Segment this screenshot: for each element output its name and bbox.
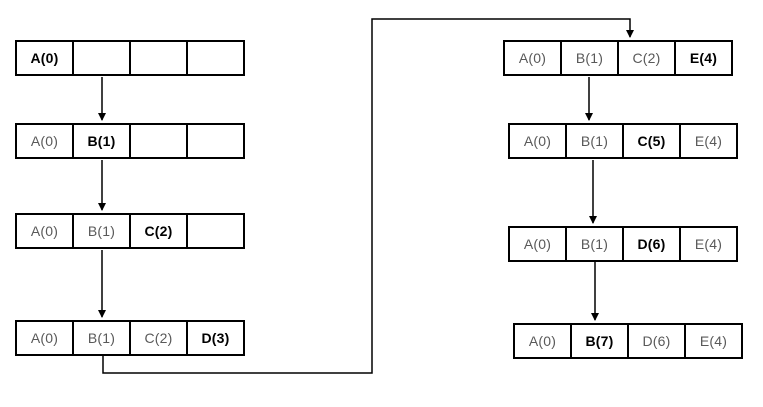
array-cell: E(4) [684, 325, 741, 357]
array-cell: D(6) [627, 325, 684, 357]
array-state-left-3: A(0) B(1) C(2) [15, 213, 245, 249]
array-cell: B(1) [72, 215, 129, 247]
array-cell: B(1) [560, 42, 617, 74]
array-cell: D(3) [186, 322, 243, 354]
array-cell: A(0) [30, 330, 59, 346]
array-cell: A(0) [523, 133, 552, 149]
array-cell: E(4) [679, 228, 736, 260]
array-cell [72, 42, 129, 74]
array-cell: A(0) [30, 223, 59, 239]
array-cell: C(5) [622, 125, 679, 157]
array-state-right-2: A(0) B(1) C(5) E(4) [508, 123, 738, 159]
array-cell: B(7) [570, 325, 627, 357]
array-cell: E(4) [674, 42, 731, 74]
array-cell: D(6) [622, 228, 679, 260]
array-cell: C(2) [129, 322, 186, 354]
array-cell [129, 42, 186, 74]
array-cell: A(0) [30, 133, 59, 149]
array-cell: C(2) [617, 42, 674, 74]
array-cell [129, 125, 186, 157]
array-cell: A(0) [518, 50, 547, 66]
array-state-left-2: A(0) B(1) [15, 123, 245, 159]
array-cell: A(0) [30, 50, 59, 66]
array-state-left-1: A(0) [15, 40, 245, 76]
array-cell [186, 125, 243, 157]
array-cell: B(1) [565, 228, 622, 260]
array-cell: B(1) [72, 322, 129, 354]
array-cell: B(1) [565, 125, 622, 157]
array-state-left-4: A(0) B(1) C(2) D(3) [15, 320, 245, 356]
array-state-right-3: A(0) B(1) D(6) E(4) [508, 226, 738, 262]
array-cell: B(1) [72, 125, 129, 157]
array-cell [186, 42, 243, 74]
array-state-right-4: A(0) B(7) D(6) E(4) [513, 323, 743, 359]
array-cell: A(0) [523, 236, 552, 252]
array-cell [186, 215, 243, 247]
array-cell: A(0) [528, 333, 557, 349]
array-state-right-1: A(0) B(1) C(2) E(4) [503, 40, 733, 76]
array-cell: E(4) [679, 125, 736, 157]
array-cell: C(2) [129, 215, 186, 247]
